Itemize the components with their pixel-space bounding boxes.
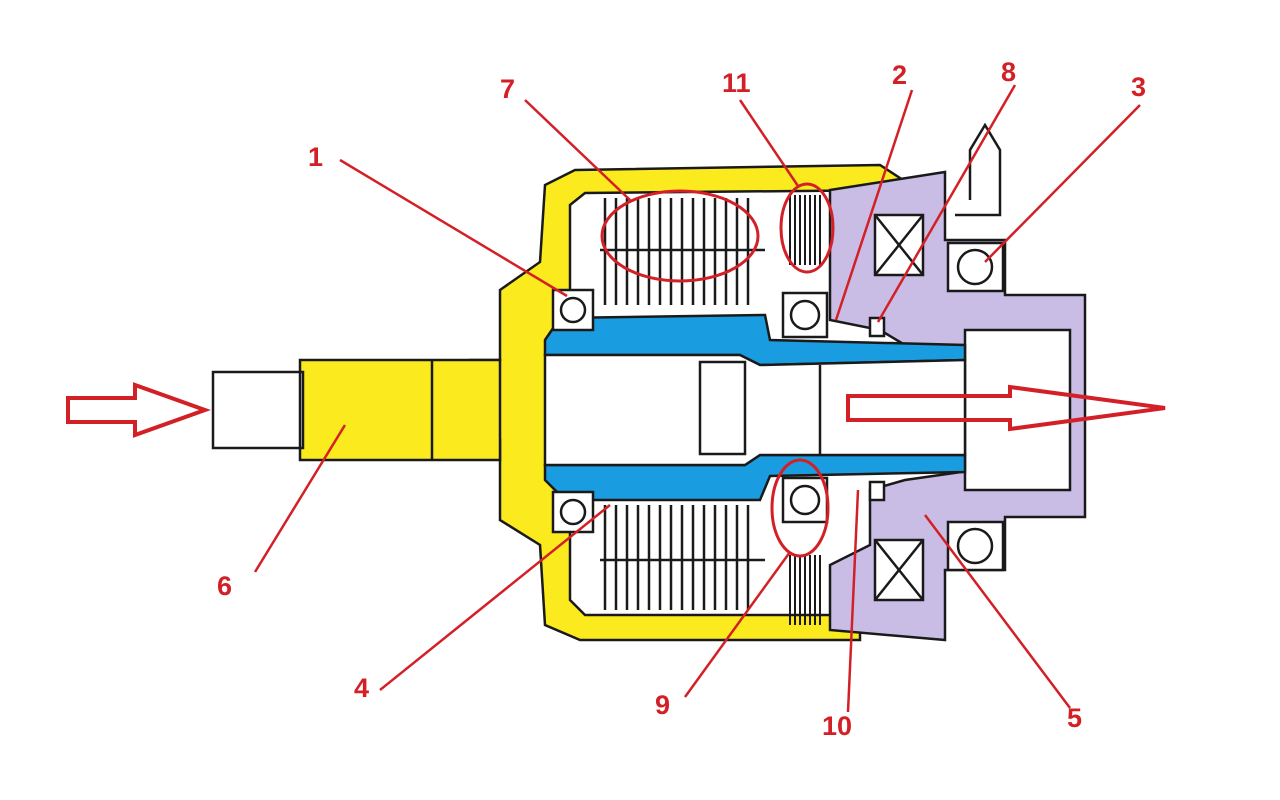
highlight-springs: [779, 182, 835, 274]
callout-10: 10: [822, 711, 852, 741]
leader-11: [738, 99, 800, 187]
callout-3: 3: [1131, 72, 1146, 102]
coil-upper: [873, 213, 925, 277]
bearing-upper-left: [551, 288, 595, 332]
leader-7: [524, 99, 631, 201]
input-shaft: [298, 358, 502, 462]
spring-pack-upper: [789, 195, 821, 265]
input-shaft-tip: [211, 370, 305, 450]
output-flange-bore: [963, 328, 1072, 492]
callout-6: 6: [217, 571, 232, 601]
highlight-bearing: [770, 458, 830, 558]
highlight-plates: [600, 189, 760, 283]
callout-1: 1: [308, 142, 323, 172]
hub-spline-window: [698, 360, 747, 456]
callout-2: 2: [892, 60, 907, 90]
leader-6: [253, 424, 347, 573]
needle-bearing-upper: [868, 316, 886, 338]
leader-1: [339, 158, 568, 298]
clutch-plates-lower: [600, 505, 765, 610]
callout-labels: 1 2 3 4 5 6 7 8 9 10 11: [217, 57, 1146, 741]
bearings: [551, 213, 1005, 602]
sensor-bracket: [955, 122, 1002, 217]
spring-pack-lower: [789, 555, 821, 625]
input-arrow: [66, 382, 211, 438]
leader-10: [846, 489, 860, 713]
flow-arrows: [66, 382, 1166, 438]
callout-9: 9: [655, 690, 670, 720]
hub: [543, 313, 967, 502]
hub-bore: [543, 353, 967, 467]
callout-8: 8: [1001, 57, 1016, 87]
coil-lower: [873, 538, 925, 602]
leader-5: [924, 514, 1071, 709]
bearing-upper-right: [946, 241, 1005, 293]
highlight-ellipses: [600, 182, 835, 558]
callout-5: 5: [1067, 703, 1082, 733]
bearing-lower-mid: [781, 476, 829, 524]
leader-9: [683, 551, 792, 698]
leader-8: [876, 84, 1017, 323]
callout-11: 11: [722, 68, 751, 98]
bearing-lower-right: [946, 520, 1005, 572]
leader-3: [984, 104, 1141, 263]
clutch-plates-upper: [600, 198, 765, 305]
callout-7: 7: [500, 74, 515, 104]
leader-lines: [253, 84, 1141, 713]
needle-bearing-lower: [868, 480, 886, 502]
bearing-lower-left: [551, 490, 595, 534]
leader-2: [834, 89, 914, 321]
callout-4: 4: [354, 673, 369, 703]
output-arrow: [846, 384, 1166, 432]
leader-4: [379, 504, 611, 691]
bearing-upper-mid: [781, 291, 829, 339]
